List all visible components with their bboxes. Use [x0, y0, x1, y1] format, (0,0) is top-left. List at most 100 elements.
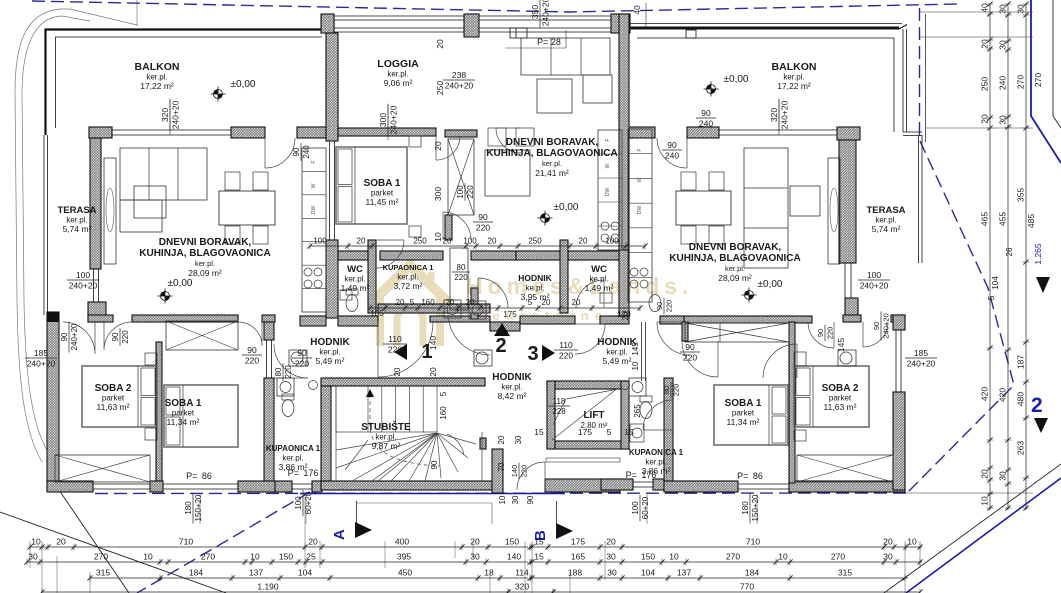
- svg-text:220: 220: [466, 185, 475, 199]
- svg-text:ker.pl.: ker.pl.: [375, 433, 396, 442]
- svg-text:5: 5: [410, 298, 415, 307]
- svg-text:180: 180: [741, 501, 750, 515]
- svg-text:26: 26: [1005, 247, 1014, 256]
- svg-text:185: 185: [370, 309, 384, 318]
- svg-text:20: 20: [470, 537, 480, 547]
- svg-text:20: 20: [393, 367, 402, 376]
- svg-text:ker.pl.: ker.pl.: [501, 383, 522, 392]
- svg-text:2: 2: [495, 335, 506, 357]
- svg-text:HODNIK: HODNIK: [597, 337, 637, 348]
- svg-text:60+20: 60+20: [304, 491, 313, 514]
- svg-text:240: 240: [302, 145, 311, 159]
- svg-text:BALKON: BALKON: [135, 61, 180, 73]
- svg-text:110: 110: [388, 334, 402, 344]
- svg-text:270: 270: [1016, 75, 1026, 89]
- svg-text:18: 18: [484, 568, 494, 578]
- svg-text:10: 10: [31, 537, 41, 547]
- svg-text:10: 10: [980, 496, 990, 506]
- svg-text:20: 20: [980, 469, 990, 479]
- svg-text:165: 165: [571, 552, 585, 562]
- svg-text:420: 420: [980, 387, 990, 401]
- svg-text:P= 86: P= 86: [186, 471, 212, 481]
- svg-text:TERASA: TERASA: [57, 205, 96, 216]
- svg-text:ker.pl.: ker.pl.: [319, 348, 340, 357]
- svg-text:W: W: [637, 177, 643, 182]
- svg-text:240+20: 240+20: [541, 0, 551, 26]
- svg-text:20: 20: [579, 237, 588, 246]
- svg-text:20: 20: [433, 141, 443, 151]
- svg-text:TERASA: TERASA: [866, 205, 905, 216]
- svg-text:220: 220: [245, 356, 259, 366]
- svg-text:90: 90: [655, 302, 664, 310]
- svg-text:20: 20: [621, 311, 630, 320]
- svg-text:1.265: 1.265: [1033, 243, 1043, 265]
- svg-text:220: 220: [826, 327, 835, 340]
- svg-text:15: 15: [624, 427, 634, 437]
- svg-text:DNEVNI BORAVAK,: DNEVNI BORAVAK,: [159, 237, 252, 248]
- svg-text:320: 320: [515, 582, 529, 592]
- svg-text:185: 185: [34, 348, 48, 358]
- svg-text:20: 20: [56, 537, 66, 547]
- svg-text:320: 320: [160, 108, 170, 122]
- svg-text:184: 184: [189, 568, 203, 578]
- svg-text:220: 220: [295, 359, 309, 369]
- svg-text:10: 10: [907, 537, 917, 547]
- svg-text:90: 90: [247, 345, 257, 355]
- svg-text:300: 300: [433, 187, 443, 201]
- svg-text:20: 20: [883, 537, 893, 547]
- svg-text:160: 160: [439, 406, 448, 420]
- svg-text:±0,00: ±0,00: [554, 202, 579, 213]
- svg-text:10: 10: [669, 552, 679, 562]
- svg-text:350: 350: [530, 5, 540, 19]
- svg-text:HODNIK: HODNIK: [492, 372, 532, 383]
- svg-text:137: 137: [677, 568, 691, 578]
- svg-text:30: 30: [511, 495, 520, 504]
- svg-text:DW: DW: [605, 188, 611, 197]
- svg-text:20: 20: [428, 367, 438, 377]
- svg-text:parket: parket: [732, 409, 755, 418]
- svg-text:145: 145: [836, 338, 846, 352]
- svg-text:WC: WC: [347, 264, 363, 275]
- svg-text:11,34 m²: 11,34 m²: [727, 417, 760, 427]
- svg-text:30: 30: [470, 552, 480, 562]
- svg-text:240+20: 240+20: [27, 359, 56, 369]
- svg-text:20: 20: [357, 237, 366, 246]
- svg-text:SOBA 1: SOBA 1: [725, 398, 762, 409]
- svg-text:240: 240: [665, 151, 679, 161]
- svg-text:240: 240: [699, 119, 713, 129]
- svg-text:118: 118: [553, 397, 566, 406]
- svg-text:10: 10: [433, 232, 443, 242]
- svg-text:±0,00: ±0,00: [758, 279, 783, 290]
- svg-text:parket: parket: [829, 394, 852, 403]
- svg-text:±0,00: ±0,00: [168, 278, 193, 289]
- svg-text:WC: WC: [591, 264, 607, 275]
- svg-text:P= 86: P= 86: [737, 471, 763, 481]
- svg-text:250: 250: [413, 237, 427, 246]
- svg-text:±0,00: ±0,00: [724, 74, 749, 85]
- svg-text:104: 104: [298, 568, 312, 578]
- svg-text:395: 395: [397, 552, 411, 562]
- svg-text:ker.pl.: ker.pl.: [725, 264, 745, 273]
- svg-text:5,74 m²: 5,74 m²: [63, 224, 92, 234]
- svg-text:20: 20: [497, 435, 506, 444]
- svg-text:KUHINJA, BLAGOVAONICA: KUHINJA, BLAGOVAONICA: [139, 248, 270, 259]
- svg-text:175: 175: [571, 537, 585, 547]
- svg-text:170: 170: [617, 310, 631, 319]
- svg-text:28,09 m²: 28,09 m²: [188, 268, 222, 278]
- svg-text:11,63 m²: 11,63 m²: [97, 402, 130, 412]
- svg-text:355: 355: [1016, 188, 1026, 202]
- svg-text:150: 150: [505, 537, 519, 547]
- svg-text:320: 320: [769, 108, 779, 122]
- svg-text:90: 90: [526, 495, 535, 504]
- svg-text:5,74 m²: 5,74 m²: [872, 224, 901, 234]
- svg-text:1,49 m²: 1,49 m²: [341, 283, 370, 293]
- svg-text:15: 15: [534, 552, 544, 562]
- svg-text:KUPAONICA 1: KUPAONICA 1: [629, 448, 684, 457]
- svg-text:ker.pl.: ker.pl.: [606, 348, 627, 357]
- svg-text:BALKON: BALKON: [772, 61, 817, 73]
- svg-text:240+20: 240+20: [70, 323, 79, 350]
- svg-text:90: 90: [111, 332, 120, 341]
- svg-text:90: 90: [872, 322, 881, 330]
- svg-text:220: 220: [284, 365, 293, 379]
- svg-text:250: 250: [528, 237, 542, 246]
